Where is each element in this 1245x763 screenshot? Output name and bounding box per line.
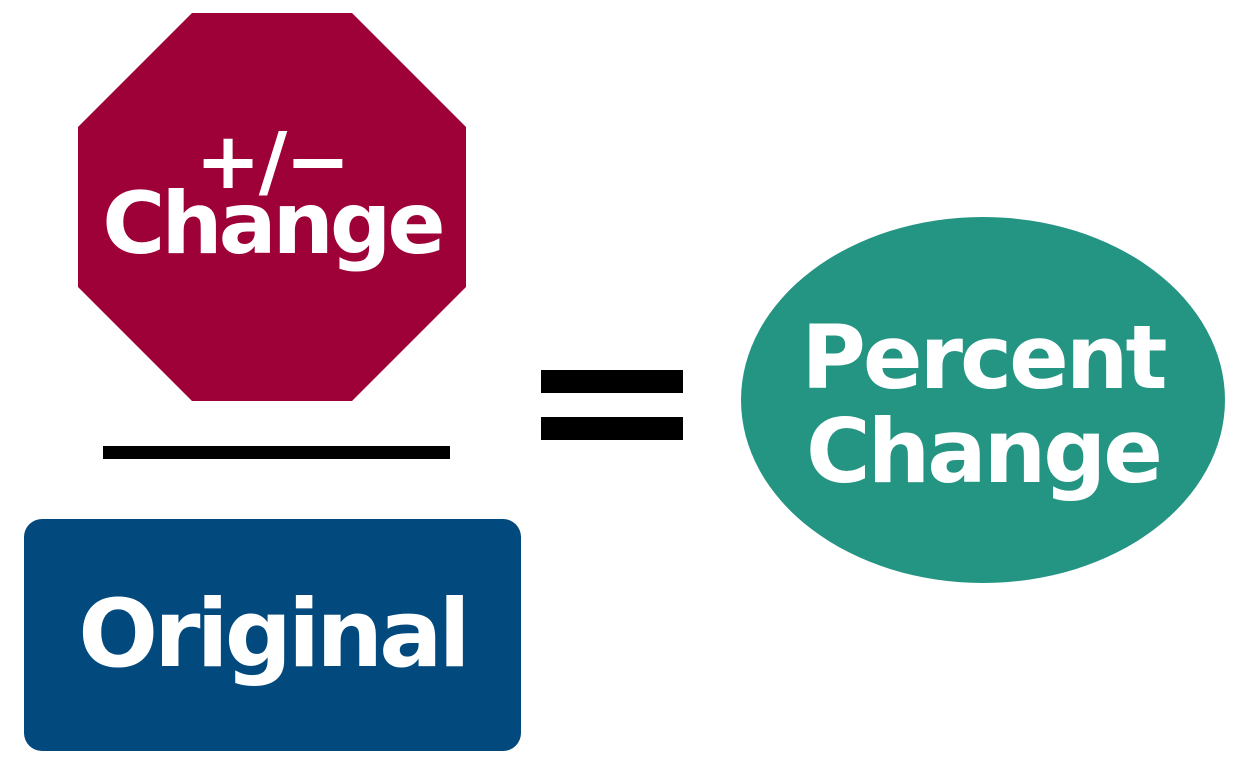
- change-octagon: +/− Change: [78, 13, 466, 401]
- percent-label: Percent: [801, 306, 1167, 409]
- percent-change-ellipse: Percent Change: [741, 217, 1225, 583]
- octagon-shape: [78, 13, 466, 401]
- change-label: Change: [102, 174, 445, 274]
- original-label: Original: [78, 580, 471, 689]
- equals-sign-bottom-bar: [541, 417, 683, 440]
- original-box: Original: [24, 519, 521, 751]
- equals-sign-top-bar: [541, 370, 683, 393]
- fraction-bar: [103, 446, 450, 459]
- result-change-label: Change: [806, 400, 1163, 503]
- plus-minus-sign: +/−: [195, 117, 350, 207]
